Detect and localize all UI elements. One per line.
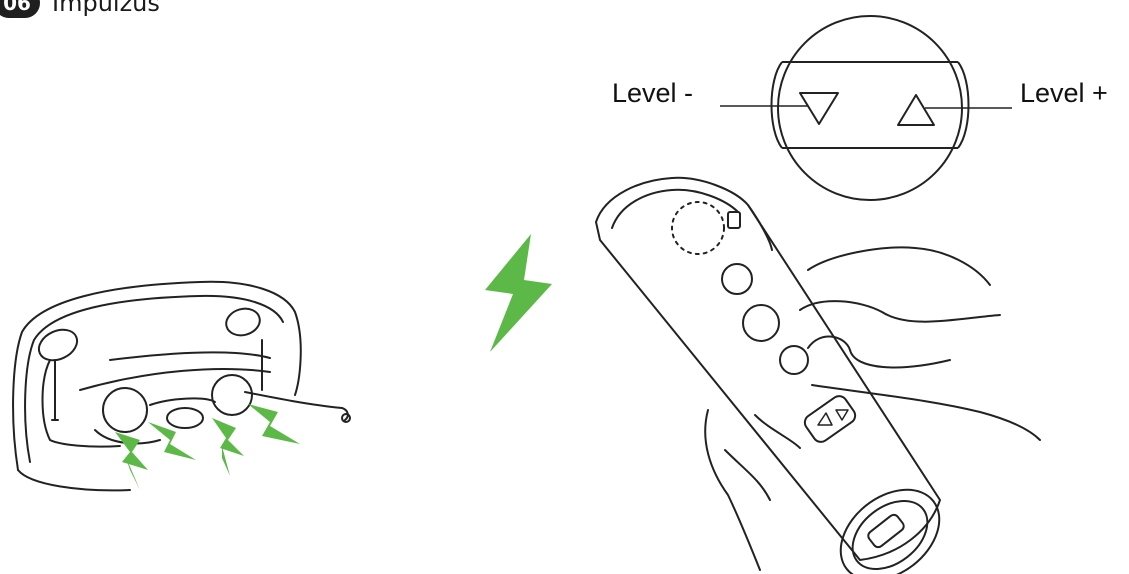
- triangle-up-icon: [898, 95, 934, 125]
- remote-transmitter: [596, 178, 1040, 574]
- lightning-bolt-icon: [485, 234, 552, 352]
- collar-shock-bolts: [115, 404, 300, 490]
- level-plus-label: Level +: [1020, 78, 1108, 109]
- level-minus-label: Level -: [612, 78, 693, 109]
- collar-receiver: [13, 282, 350, 491]
- triangle-down-icon: [800, 93, 838, 124]
- zoom-callout: [720, 16, 1012, 200]
